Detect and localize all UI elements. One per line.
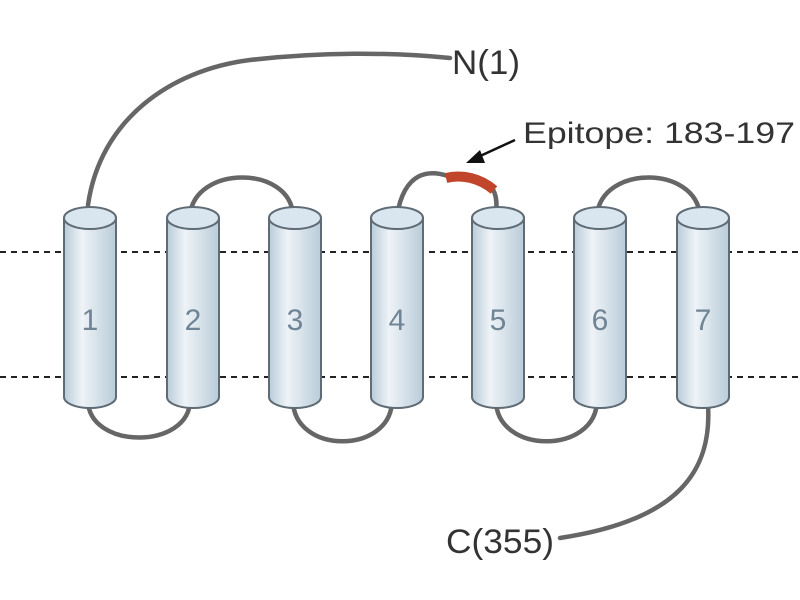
- epitope-arrow: [466, 138, 516, 163]
- intracellular-loop-1: [85, 397, 193, 440]
- helix-number-label: 5: [490, 304, 507, 337]
- helix-1: 1: [63, 206, 117, 409]
- intracellular-loop-2: [290, 397, 395, 444]
- helix-6: 6: [573, 206, 627, 409]
- helix-top-cap: [63, 206, 117, 230]
- helix-top-cap: [370, 206, 424, 230]
- helix-5: 5: [471, 206, 525, 409]
- loops: [85, 51, 711, 541]
- helix-body: [676, 217, 730, 409]
- helix-number-label: 7: [695, 304, 712, 337]
- n-terminus-label: N(1): [452, 44, 520, 82]
- n-terminal-tail: [85, 51, 453, 208]
- transmembrane-helices: 1 2 3 4 5 6 7: [63, 206, 730, 409]
- c-terminus-label: C(355): [446, 523, 554, 561]
- helix-top-cap: [166, 206, 220, 230]
- helix-2: 2: [166, 206, 220, 409]
- helix-number-label: 6: [592, 304, 609, 337]
- extracellular-loop-3: [594, 175, 703, 218]
- helix-top-cap: [471, 206, 525, 230]
- epitope-label: Epitope: 183-197: [523, 117, 795, 150]
- extracellular-loop-2: [394, 171, 451, 218]
- helix-7: 7: [676, 206, 730, 409]
- helix-4: 4: [370, 206, 424, 409]
- helix-number-label: 2: [185, 304, 202, 337]
- intracellular-loop-3: [493, 397, 600, 444]
- helix-number-label: 1: [82, 304, 99, 337]
- helix-body: [166, 217, 220, 409]
- helix-body: [268, 217, 322, 409]
- helix-body: [370, 217, 424, 409]
- extracellular-loop-1: [187, 175, 296, 218]
- helix-3: 3: [268, 206, 322, 409]
- helix-body: [471, 217, 525, 409]
- epitope-segment: [444, 171, 498, 194]
- helix-number-label: 4: [389, 304, 406, 337]
- c-terminal-tail: [557, 402, 711, 541]
- helix-top-cap: [268, 206, 322, 230]
- helix-body: [573, 217, 627, 409]
- helix-number-label: 3: [287, 304, 304, 337]
- helix-body: [63, 217, 117, 409]
- helix-top-cap: [573, 206, 627, 230]
- helix-top-cap: [676, 206, 730, 230]
